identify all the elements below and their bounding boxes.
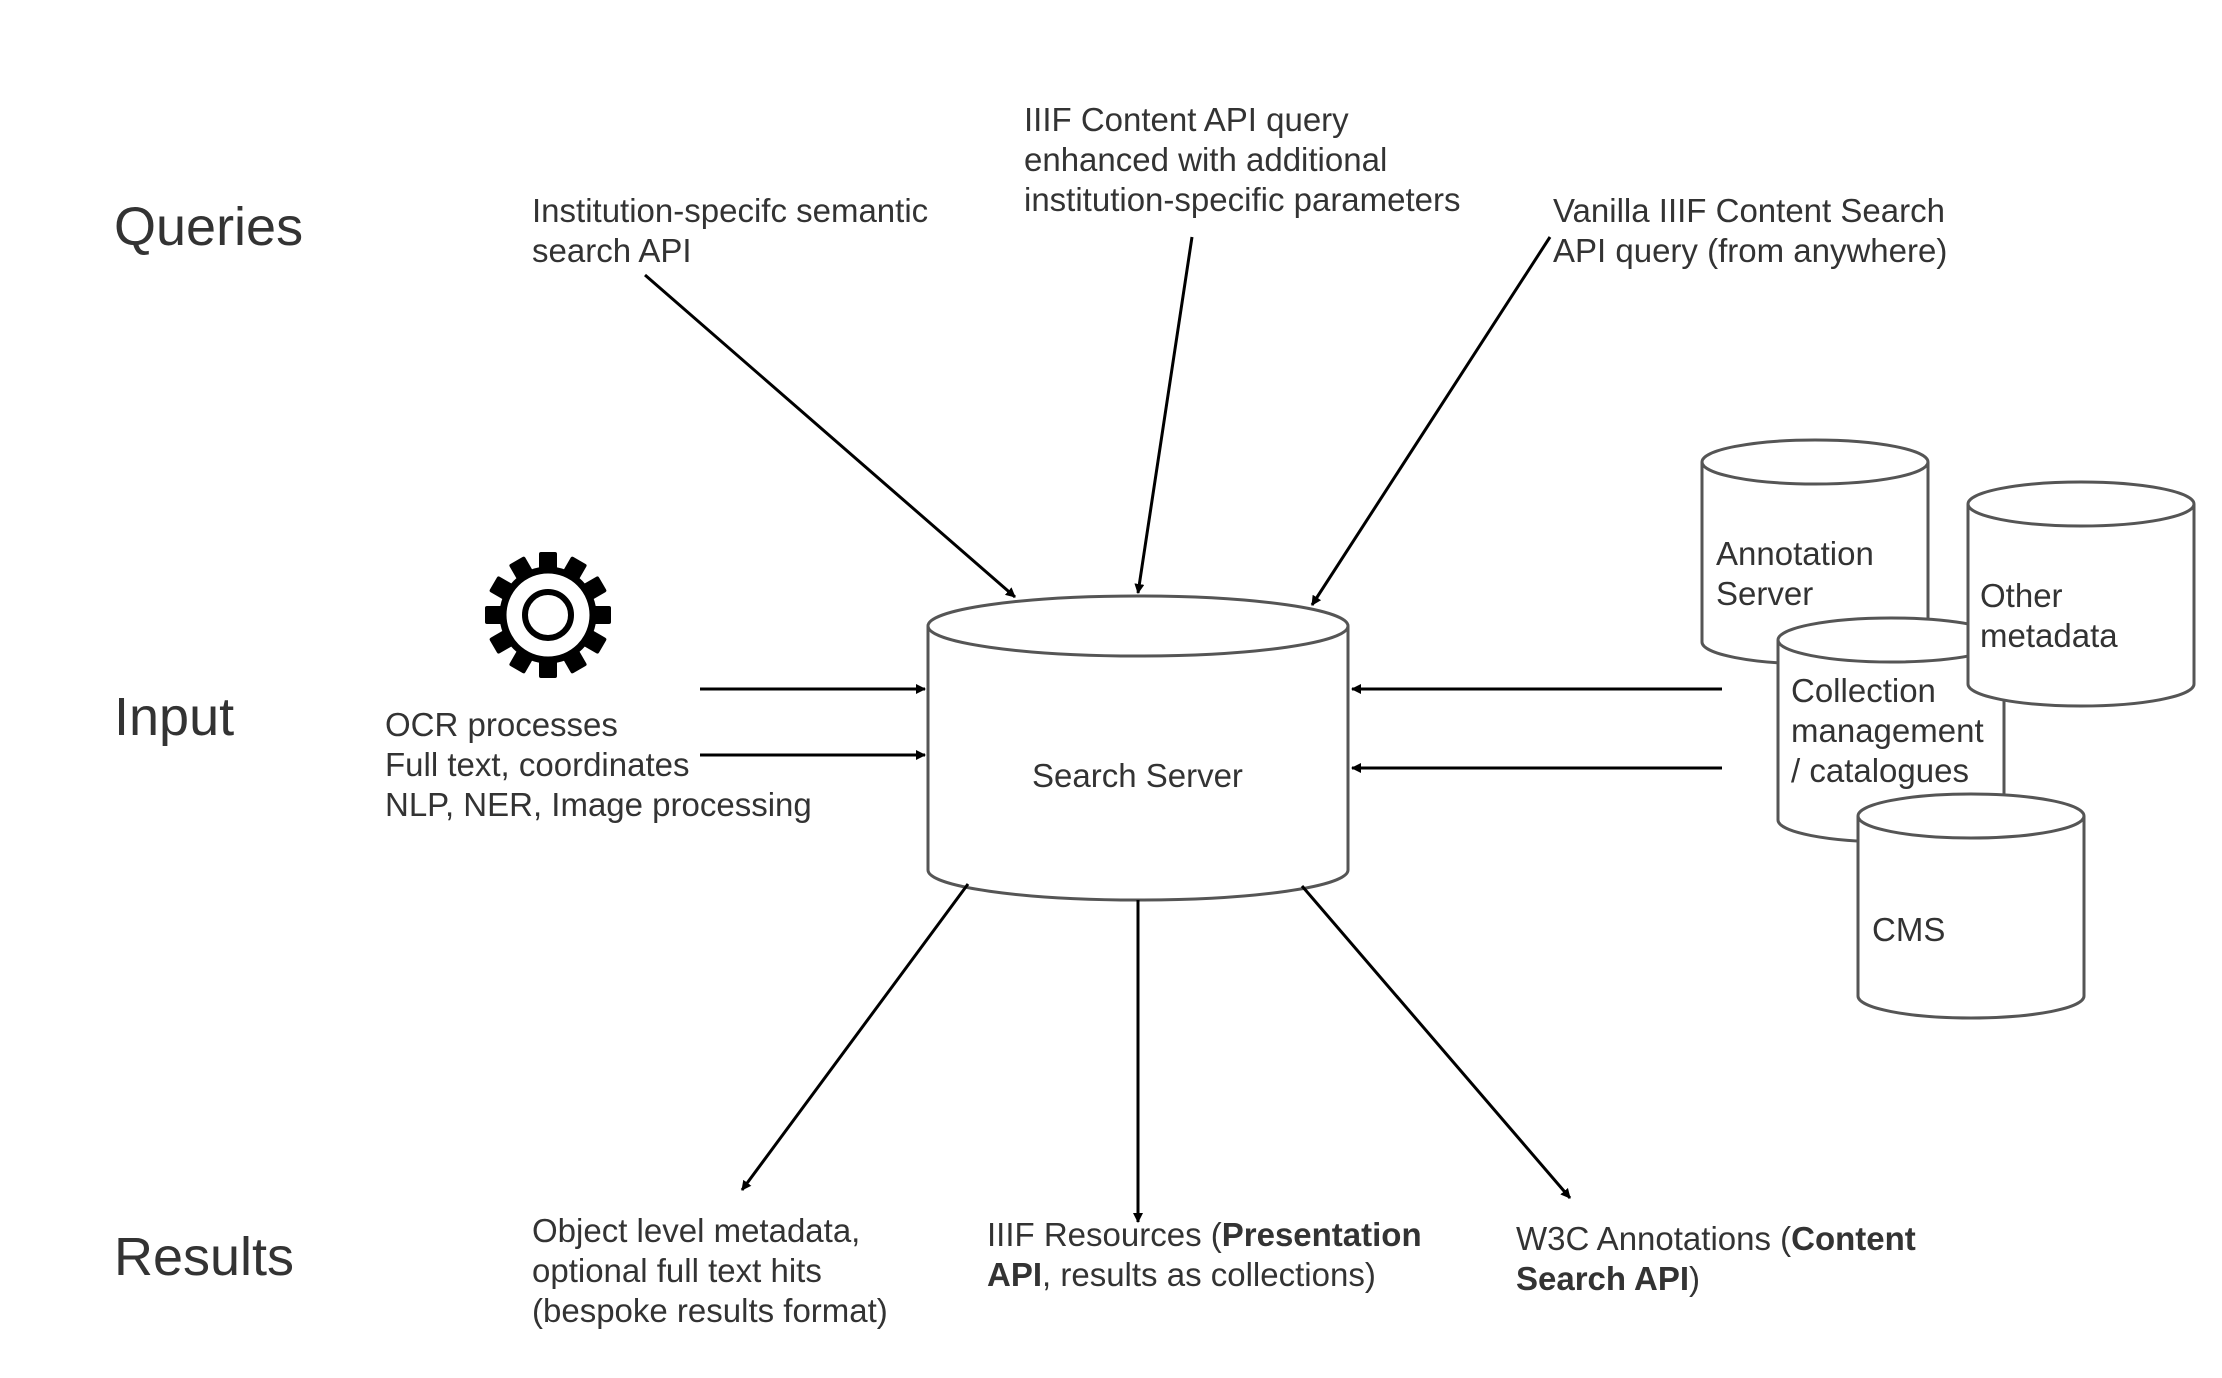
other-metadata-cylinder [1966, 480, 2196, 708]
search-server-cylinder [926, 594, 1350, 902]
w3c-annotations-result-text: W3C Annotations (Content Search API) [1516, 1220, 1916, 1297]
vanilla-query-text: Vanilla IIIF Content Search API query (f… [1553, 192, 1948, 269]
arrow-enhanced-query [1134, 236, 1194, 594]
arrow-result-metadata [740, 883, 970, 1191]
object-metadata-result-text: Object level metadata, optional full tex… [532, 1212, 888, 1329]
arrow-semantic-query [644, 273, 1016, 599]
collection-management-cylinder [1776, 616, 2006, 844]
iiif-resources-result-text: IIIF Resources (Presentation API, result… [987, 1216, 1422, 1293]
ocr-processes-text: OCR processes Full text, coordinates NLP… [385, 706, 812, 823]
search-server-label: Search Server [1032, 757, 1243, 794]
results-section-label: Results [114, 1227, 295, 1287]
other-metadata-label: Other metadata [1980, 577, 2118, 654]
gear-icon [485, 552, 611, 678]
input-section-label: Input [114, 687, 235, 747]
annotation-server-label: Annotation Server [1716, 535, 1874, 612]
queries-section-label: Queries [114, 197, 304, 257]
cms-cylinder [1856, 792, 2086, 1020]
collection-management-label: Collection management / catalogues [1791, 672, 1984, 789]
arrow-vanilla-query [1310, 236, 1552, 606]
enhanced-query-text: IIIF Content API query enhanced with add… [1024, 101, 1461, 218]
cms-label: CMS [1872, 911, 1946, 948]
semantic-search-query-text: Institution-specifc semantic search API [532, 192, 929, 269]
arrow-result-w3c [1300, 885, 1572, 1199]
